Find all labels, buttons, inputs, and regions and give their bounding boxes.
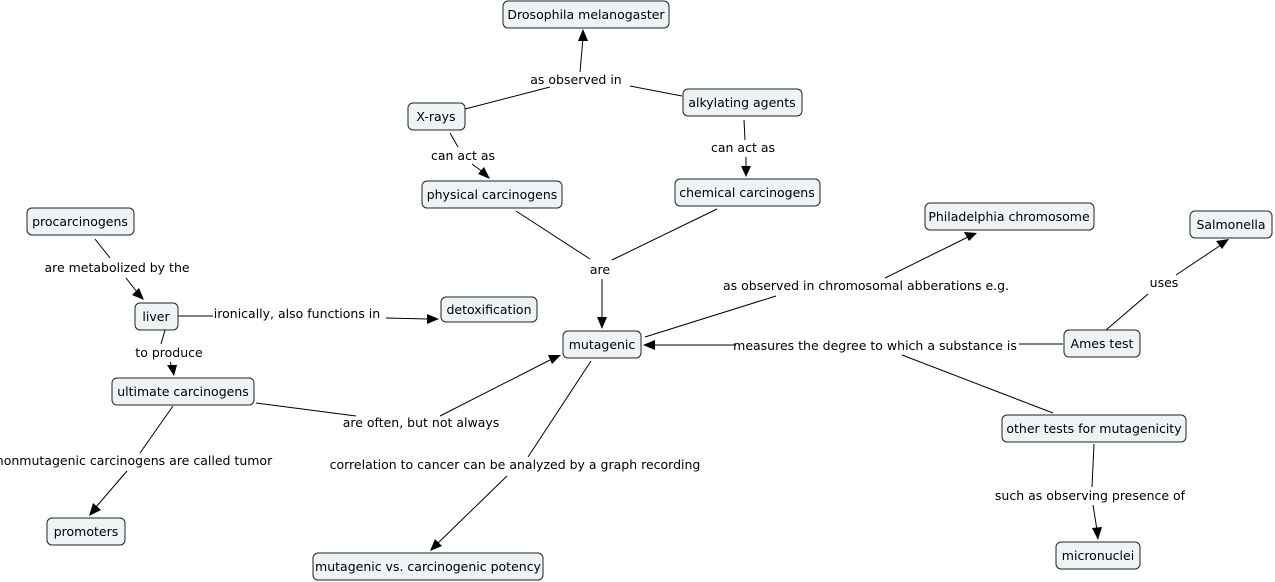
edge-physical-are [515,210,591,260]
edge-othertests-measures [901,354,1054,414]
edge-chromosomal-phila [884,236,969,279]
node-drosophila[interactable]: Drosophila melanogaster [502,0,670,29]
node-label-detoxification: detoxification [446,302,531,317]
node-philadelphia[interactable]: Philadelphia chromosome [924,202,1095,231]
link-labels: as observed in can act as can act as are… [0,72,1186,503]
edge-othertests-suchas [1091,443,1095,488]
link-label-chromosomal: as observed in chromosomal abberations e… [723,278,1009,293]
node-label-chemical: chemical carcinogens [679,185,815,200]
node-xrays[interactable]: X-rays [407,102,466,131]
arrowhead-mutagenic-measures [643,340,655,350]
node-chemical[interactable]: chemical carcinogens [674,178,821,207]
edge-mutagenic-chromosomal [644,295,777,338]
node-label-xrays: X-rays [416,109,455,124]
node-ames[interactable]: Ames test [1063,329,1141,358]
node-label-potency: mutagenic vs. carcinogenic potency [315,559,542,574]
node-label-liver: liver [142,309,170,324]
link-label-correlation: correlation to cancer can be analyzed by… [330,457,701,472]
node-label-procarcinogens: procarcinogens [32,214,128,229]
link-label-can-act-as-alkylating: can act as [711,140,775,155]
link-label-to-produce: to produce [135,345,203,360]
node-label-philadelphia: Philadelphia chromosome [928,209,1090,224]
edge-liver-produce [160,329,166,345]
edge-ultimate-nonmut [139,405,174,454]
edge-nonmut-promoters [95,470,128,508]
edge-metab-liver [125,277,138,293]
node-label-micronuclei: micronuclei [1062,548,1134,563]
node-salmonella[interactable]: Salmonella [1189,210,1273,239]
arrowhead-potency [430,539,442,551]
link-label-ironically: ironically, also functions in [214,306,380,321]
edge-suchas-micronuclei [1092,504,1098,531]
node-alkylating[interactable]: alkylating agents [682,88,803,117]
node-label-drosophila: Drosophila melanogaster [507,7,665,22]
node-label-mutagenic: mutagenic [569,337,636,352]
edge-uses-salmonella [1175,244,1222,276]
node-label-salmonella: Salmonella [1196,217,1265,232]
link-label-such-as: such as observing presence of [995,488,1186,503]
node-promoters[interactable]: promoters [46,517,126,546]
arrowhead-phila [964,232,977,241]
edge-observed-drosophila [579,37,584,73]
edge-correlation-potency [437,475,508,544]
node-label-physical: physical carcinogens [427,187,558,202]
arrowhead-liver [132,288,144,300]
edge-procarc-metab [94,238,111,259]
link-label-observed-in: as observed in [530,72,621,87]
arrowhead-mutagenic-are [597,317,607,329]
edge-alkylating-observed [629,85,683,97]
node-label-promoters: promoters [54,524,119,539]
link-label-metabolized: are metabolized by the [44,260,189,275]
node-mutagenic[interactable]: mutagenic [562,330,642,359]
node-label-ames: Ames test [1071,336,1134,351]
arrowhead-physical [478,167,490,179]
edge-mutagenic-correlation [527,360,592,458]
node-potency[interactable]: mutagenic vs. carcinogenic potency [312,552,544,581]
node-physical[interactable]: physical carcinogens [421,180,563,209]
link-label-can-act-as-xrays: can act as [431,148,495,163]
arrowhead-chemical [741,166,751,177]
node-label-alkylating: alkylating agents [688,95,795,110]
link-label-uses: uses [1150,275,1179,290]
arrowhead-ultimate [167,365,177,376]
node-micronuclei[interactable]: micronuclei [1055,541,1141,570]
edge-xrays-canact [449,132,459,148]
node-detoxification[interactable]: detoxification [440,296,538,323]
node-othertests[interactable]: other tests for mutagenicity [1001,414,1187,443]
link-label-are: are [590,262,611,277]
arrowhead-promoters [89,503,101,516]
arrowhead-micronuclei [1092,527,1102,540]
node-label-othertests: other tests for mutagenicity [1006,421,1182,436]
arrowhead-salmonella [1216,239,1229,249]
edge-ames-uses [1105,293,1149,331]
edge-chemical-are [611,208,718,261]
concepts: Drosophila melanogaster X-rays alkylatin… [26,0,1273,581]
arrowhead-detox [427,314,439,324]
connectors [89,29,1229,551]
link-label-often: are often, but not always [343,415,500,430]
arrowhead-drosophila [578,29,588,41]
edge-alkylating-canact [743,119,746,141]
link-label-nonmutagenic: nonmutagenic carcinogens are called tumo… [0,453,273,468]
node-procarcinogens[interactable]: procarcinogens [26,207,135,236]
link-label-measures: measures the degree to which a substance… [733,338,1017,353]
edge-xrays-observed [464,86,551,110]
node-label-ultimate: ultimate carcinogens [117,384,249,399]
edge-ironically-detox [385,317,429,320]
edge-ultimate-often [255,402,357,417]
arrowhead-mutagenic-often [548,355,561,364]
edge-often-mutagenic [439,359,551,417]
node-ultimate[interactable]: ultimate carcinogens [111,377,255,406]
node-liver[interactable]: liver [134,302,179,331]
